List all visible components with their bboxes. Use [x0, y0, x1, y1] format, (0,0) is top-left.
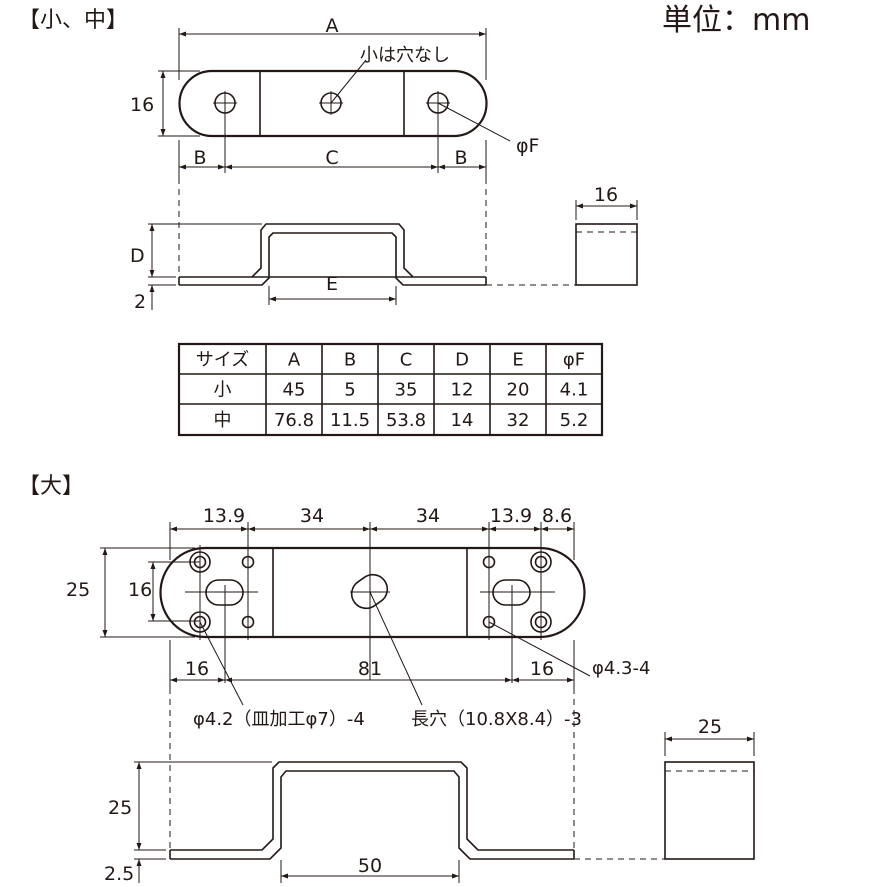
table-cell: 4.1 [560, 380, 589, 401]
dim-b-right-label: B [454, 147, 467, 169]
table-cell: 11.5 [330, 410, 370, 431]
table-cell: 12 [451, 380, 474, 401]
dim-front-25-label: 25 [108, 797, 132, 819]
table-border [177, 342, 604, 437]
table-cell: 14 [451, 410, 474, 431]
unit-label: 単位：mm [662, 3, 810, 38]
table-cell: 32 [507, 410, 530, 431]
dim-thickness-2-5-label: 2.5 [104, 863, 134, 883]
table-header-cell: B [344, 350, 356, 371]
dim-13-9-right-label: 13.9 [490, 505, 532, 527]
table-cell: 中 [214, 410, 232, 431]
large-front-view [134, 688, 755, 883]
table-header-cell: D [455, 350, 469, 371]
header-large: 【大】 [18, 474, 84, 499]
note-phi-4-2-countersink: φ4.2（皿加工φ7）-4 [193, 709, 365, 730]
table-header-cell: E [512, 350, 523, 371]
dim-16-right-label: 16 [530, 658, 554, 680]
dim-height-16-large-label: 16 [128, 579, 152, 601]
dim-13-9-left-label: 13.9 [203, 505, 245, 527]
table-header-cell: A [288, 350, 301, 371]
dim-e-label: E [326, 273, 338, 295]
dim-8-6-label: 8.6 [542, 505, 572, 527]
dim-16-left-label: 16 [185, 658, 209, 680]
dim-81-label: 81 [358, 658, 382, 680]
table-cell: 35 [395, 380, 418, 401]
table-header-cell: サイズ [196, 350, 249, 371]
note-no-hole: 小は穴なし [360, 45, 450, 66]
table-cell: 5 [344, 380, 355, 401]
dim-phi-f-label: φF [516, 135, 539, 157]
dim-height-25-label: 25 [66, 579, 90, 601]
dim-d-label: D [130, 245, 145, 267]
dim-a-label: A [326, 15, 339, 37]
top-front-view [148, 178, 638, 310]
dim-thickness-2-label: 2 [134, 291, 146, 313]
table-cell: 5.2 [560, 410, 589, 431]
side-width-16-label: 16 [594, 184, 618, 206]
dim-c-label: C [325, 147, 338, 169]
table-cell: 20 [507, 380, 530, 401]
note-slot: 長穴（10.8X8.4）-3 [411, 709, 582, 730]
large-plan-view [100, 522, 591, 706]
table-cell: 53.8 [386, 410, 426, 431]
dim-front-50-label: 50 [358, 855, 382, 877]
dim-height-16-label: 16 [130, 94, 154, 116]
note-phi-4-3: φ4.3-4 [592, 658, 650, 679]
table-cell: 小 [214, 380, 232, 401]
table-cell: 76.8 [274, 410, 314, 431]
table-cell: 45 [283, 380, 306, 401]
table-header-cell: C [400, 350, 413, 371]
dim-34-left-label: 34 [300, 505, 324, 527]
side-width-25-label: 25 [698, 716, 722, 738]
header-small-medium: 【小、中】 [18, 8, 128, 33]
dim-34-right-label: 34 [416, 505, 440, 527]
table-header-cell: φF [563, 350, 585, 371]
top-plan-view [158, 28, 511, 178]
dim-b-left-label: B [193, 147, 206, 169]
